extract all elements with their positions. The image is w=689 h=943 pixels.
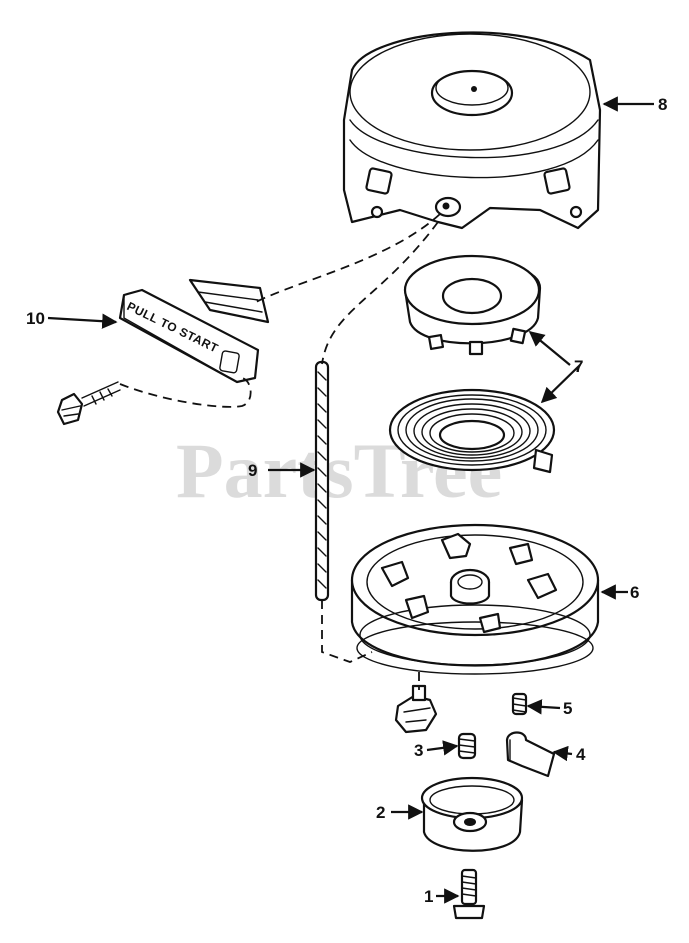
callout-number-6: 6 [630,583,639,602]
housing-part [342,31,602,230]
callout-number-3: 3 [414,741,423,760]
spring-small-part-3 [457,732,477,760]
rope-route-path-4 [119,377,252,408]
rope-part [314,360,330,602]
retainer-cup-part-2 [420,776,524,852]
callout-arrow-3 [426,740,459,756]
pawl-screw-part [394,684,438,734]
callout-arrow-10 [47,313,118,329]
callout-number-7: 7 [574,357,583,376]
spring-small-part-5 [511,692,528,716]
rope-route-path-2 [321,221,439,365]
pawl-part-4 [505,731,556,778]
handle-part: PULL TO START [56,278,270,426]
callout-arrow-5 [526,699,561,715]
pulley-part [350,523,600,675]
callout-number-8: 8 [658,95,667,114]
rope-route-path-1 [255,213,441,303]
callout-number-4: 4 [576,745,586,764]
callout-number-10: 10 [26,309,45,328]
callout-number-2: 2 [376,803,385,822]
spring-cup-part [403,254,542,356]
screw-part-1 [452,868,486,920]
rope-route-path-3 [321,600,373,663]
coil-spring-part [388,388,556,474]
callout-arrow-7a [528,331,571,366]
callout-number-5: 5 [563,699,572,718]
callout-number-9: 9 [248,461,257,480]
callout-arrow-4 [552,745,573,762]
callout-arrow-7b [540,364,581,404]
callout-number-1: 1 [424,887,433,906]
